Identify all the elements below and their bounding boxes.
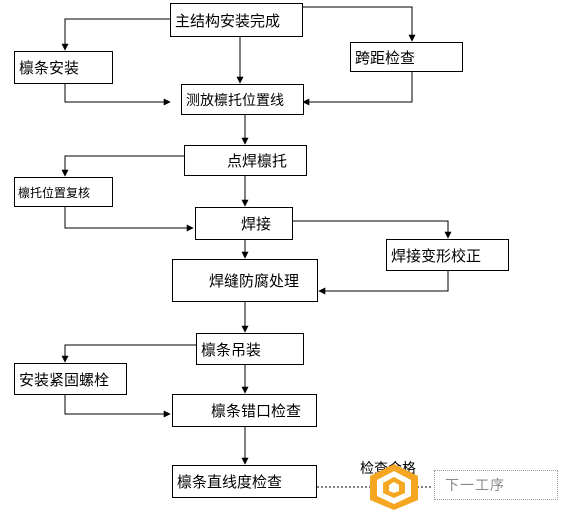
step-next-process: 下一工序 xyxy=(434,470,558,500)
arrow-correction-to-anticorrosion xyxy=(318,270,449,295)
arrow-recheck-to-welding xyxy=(64,206,194,232)
arrow-welding-to-correction xyxy=(292,220,452,239)
arrow-bolts-to-misalignment xyxy=(64,394,171,418)
step-span-check: 跨距检查 xyxy=(350,42,463,72)
step-measure-bracket-position: 测放檩托位置线 xyxy=(181,84,304,115)
step-spot-weld-bracket: 点焊檩托 xyxy=(184,145,307,176)
step-purlin-straightness-check: 檩条直线度检查 xyxy=(172,465,317,498)
arrow-main-to-purlin-install xyxy=(61,18,170,51)
step-install-fastening-bolts: 安装紧固螺栓 xyxy=(14,363,127,395)
arrow-purlin-install-to-measure xyxy=(64,83,171,106)
watermark-logo-icon xyxy=(370,464,418,510)
arrow-span-check-to-measure xyxy=(302,71,413,106)
step-weld-anticorrosion: 焊缝防腐处理 xyxy=(172,259,318,302)
step-welding: 焊接 xyxy=(195,207,293,240)
step-bracket-position-recheck: 檩托位置复核 xyxy=(14,177,113,207)
step-purlin-hoisting: 檩条吊装 xyxy=(196,333,304,365)
arrow-spot-weld-to-recheck xyxy=(61,155,184,177)
arrow-main-to-span-check xyxy=(300,6,416,42)
arrow-hoisting-to-bolts xyxy=(61,344,196,363)
step-main-structure-done: 主结构安装完成 xyxy=(170,3,303,37)
step-weld-deformation-correction: 焊接变形校正 xyxy=(386,239,509,271)
next-process-label: 下一工序 xyxy=(445,478,505,494)
step-purlin-install: 檩条安装 xyxy=(14,51,113,84)
step-purlin-misalignment-check: 檩条错口检查 xyxy=(172,394,317,427)
